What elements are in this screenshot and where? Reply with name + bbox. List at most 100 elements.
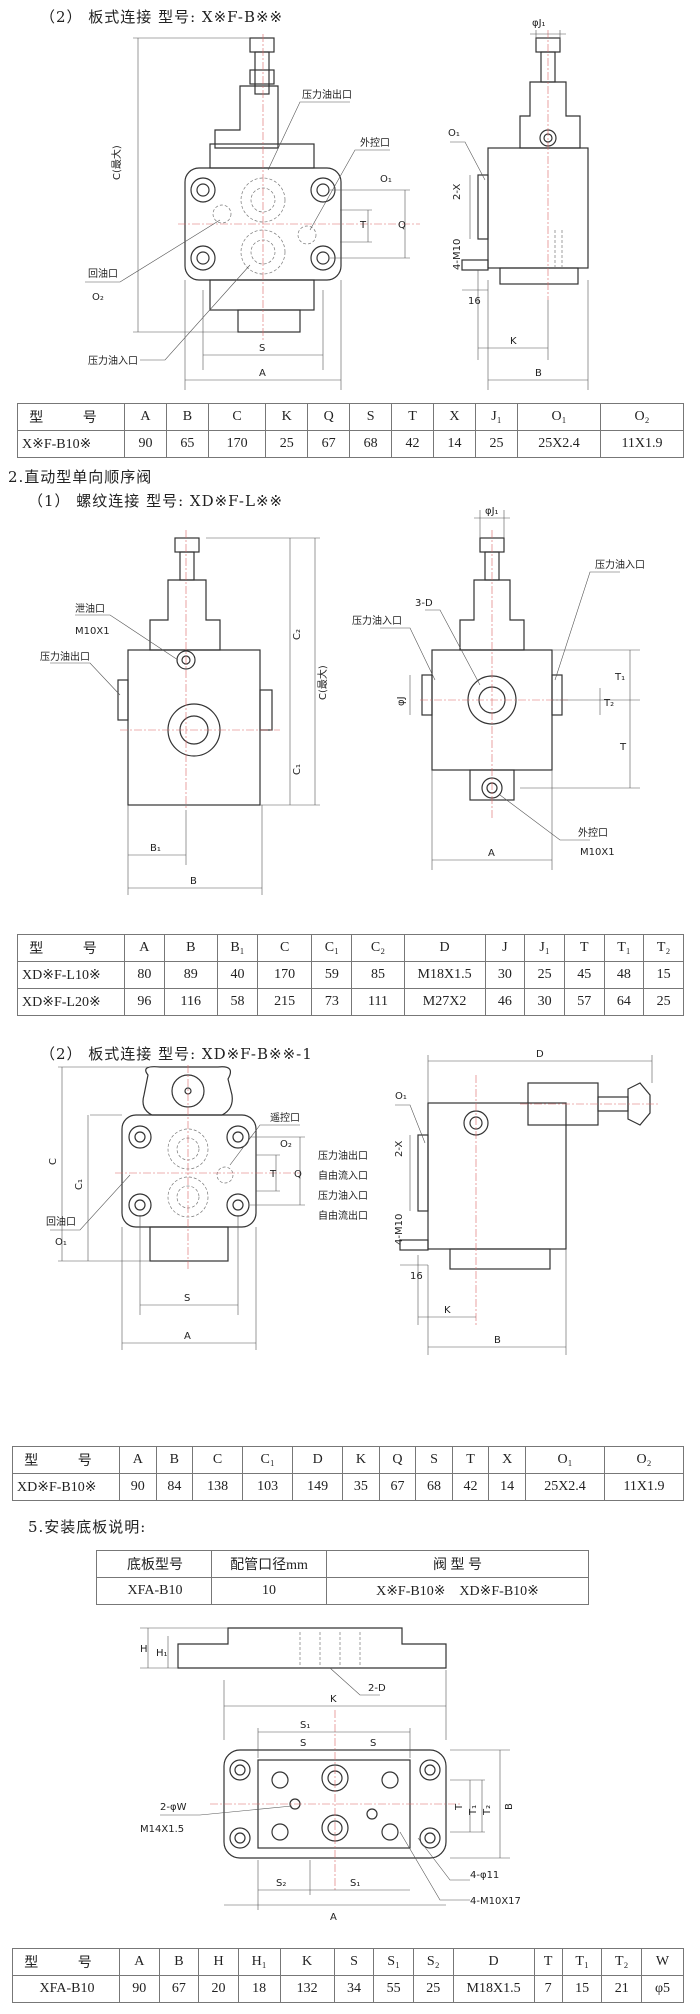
table-header-row: 底板型号 配管口径mm 阀 型 号: [96, 1550, 589, 1578]
label: C(最大): [110, 145, 123, 180]
label: 外控口: [578, 826, 608, 839]
label: D: [536, 1049, 544, 1060]
label: T₁: [614, 672, 625, 683]
label: O₁: [380, 174, 392, 185]
label: 2-D: [368, 1683, 386, 1694]
label: H: [140, 1644, 148, 1655]
label: O₁: [55, 1237, 67, 1248]
label: K: [510, 336, 517, 347]
label: T: [454, 1803, 465, 1811]
label: 回油口: [88, 267, 118, 280]
label: 16: [410, 1271, 423, 1282]
label: 压力油出口: [318, 1149, 368, 1162]
label: 4-M10: [452, 239, 463, 270]
label: 压力油出口: [40, 650, 90, 663]
label: B: [494, 1335, 501, 1346]
label: O₂: [280, 1139, 292, 1150]
plate-top-view: S₁ S S 2-φW M14X1.5 T T₁ T₂ B S₂ S₁ A 4-…: [140, 1710, 521, 1923]
label: S₂: [276, 1878, 286, 1889]
section5-heading: 5.安装底板说明:: [28, 1518, 147, 1536]
label: S₁: [300, 1720, 310, 1731]
section3-heading: （2） 板式连接 型号: XD※F-B※※-1: [40, 1045, 313, 1063]
side-view: φJ₁ O₁ 2-X 4-M10 16 K B: [448, 18, 589, 390]
front-view: 泄油口 M10X1 压力油出口 C₂ C(最大) C₁ B₁ B: [40, 530, 329, 895]
label: 16: [468, 296, 481, 307]
label: 压力油入口: [352, 614, 402, 627]
label: 压力油入口: [318, 1189, 368, 1202]
label: O₂: [92, 292, 104, 303]
label: T: [269, 1169, 277, 1180]
label: M14X1.5: [140, 1824, 184, 1835]
side-view: D O₁ 压力油出口 自由流入口 压力油入口 自由流出口 2-X 4-M10 1…: [318, 1049, 660, 1355]
label: 回油口: [46, 1215, 76, 1228]
label: S: [370, 1738, 376, 1749]
label: φJ₁: [485, 506, 499, 517]
label: φJ₁: [532, 18, 546, 29]
label: 2-X: [452, 184, 463, 200]
section2-subheading: （1） 螺纹连接 型号: XD※F-L※※: [28, 492, 284, 510]
label: 遥控口: [270, 1111, 300, 1124]
label: S: [184, 1293, 190, 1304]
valve-drawing-xd-f-b: 遥控口 O₂ C C₁ T Q 回油口 O₁ S A D O₁ 压力油出口 自由…: [46, 1049, 660, 1355]
label: M10X1: [580, 847, 615, 858]
label: C₁: [292, 764, 303, 775]
label: M10X1: [75, 626, 110, 637]
label: 2-X: [394, 1141, 405, 1157]
label: C: [48, 1158, 59, 1165]
label: T₂: [603, 698, 614, 709]
label: 3-D: [415, 598, 433, 609]
label: 外控口: [360, 136, 390, 149]
label: 自由流入口: [318, 1169, 368, 1182]
plate-side-view: H H₁ K 2-D: [140, 1627, 447, 1740]
label: 压力油入口: [595, 558, 645, 571]
label: C₂: [292, 629, 303, 640]
label: Q: [294, 1169, 302, 1180]
label: 压力油出口: [302, 88, 352, 101]
label: T₁: [468, 1805, 479, 1816]
label: O₁: [448, 128, 460, 139]
label: B: [535, 368, 542, 379]
label: 4-φ11: [470, 1870, 499, 1881]
label: B: [190, 876, 197, 887]
label: S: [259, 343, 265, 354]
label: T: [619, 742, 627, 753]
front-view: 遥控口 O₂ C C₁ T Q 回油口 O₁ S A: [46, 1065, 305, 1350]
label: S: [300, 1738, 306, 1749]
label: Q: [398, 220, 406, 231]
valve-drawing-x-f-b: 压力油出口 外控口 O₁ 回油口 O₂ 压力油入口 C(最大) S A Q T …: [85, 18, 589, 390]
label: S₁: [350, 1878, 360, 1889]
label: 4-M10: [394, 1214, 405, 1245]
label: T: [359, 220, 367, 231]
label: O₁: [395, 1091, 407, 1102]
label: 自由流出口: [318, 1209, 368, 1222]
label: K: [444, 1305, 451, 1316]
label: A: [330, 1912, 337, 1923]
label: 2-φW: [160, 1802, 187, 1813]
label: A: [259, 368, 266, 379]
label: 泄油口: [75, 602, 105, 615]
label: A: [488, 848, 495, 859]
label: B₁: [150, 843, 161, 854]
side-view: φJ₁ 3-D 压力油入口 压力油入口 φJ T₁ T₂ T 外控口 M10X1…: [352, 506, 645, 870]
label: B: [504, 1803, 515, 1810]
section2-heading: 2.直动型单向顺序阀: [8, 468, 153, 486]
label: K: [330, 1694, 337, 1705]
front-view: 压力油出口 外控口 O₁ 回油口 O₂ 压力油入口 C(最大) S A Q T: [85, 34, 420, 390]
label: A: [184, 1331, 191, 1342]
label: 4-M10X17: [470, 1896, 521, 1907]
label: T₂: [482, 1805, 493, 1816]
valve-drawing-xd-f-l: 泄油口 M10X1 压力油出口 C₂ C(最大) C₁ B₁ B φJ₁ 3-D: [40, 506, 645, 895]
label: H₁: [156, 1648, 168, 1659]
mounting-plate-drawing: H H₁ K 2-D S₁ S S 2-φW M14X1.5: [140, 1627, 521, 1923]
